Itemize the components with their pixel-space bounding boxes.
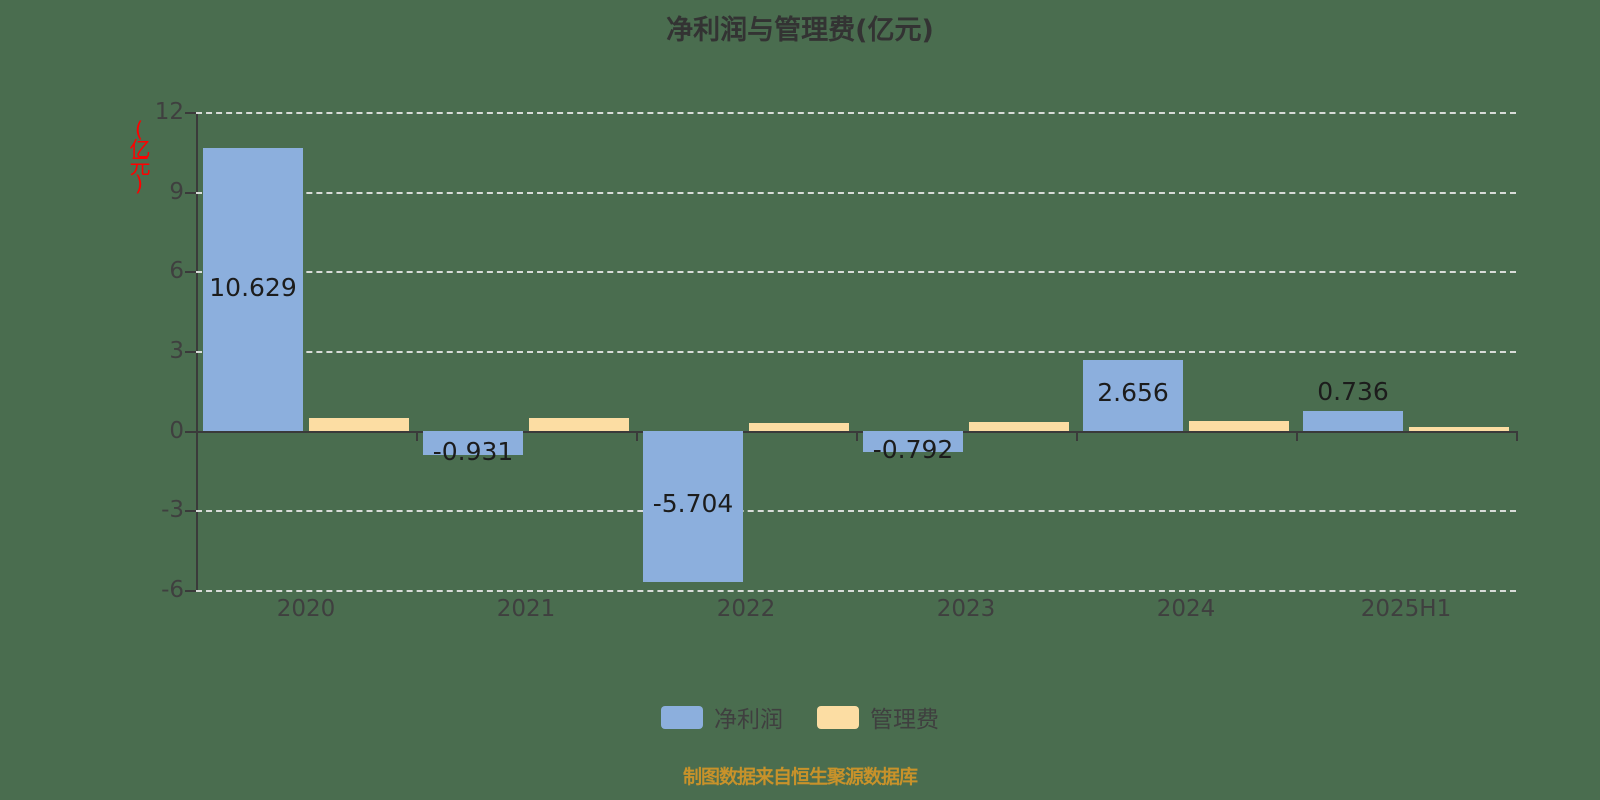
bar-value-label-2024: 2.656 (1097, 378, 1169, 408)
y-axis-tick (185, 351, 196, 353)
legend-swatch-admin-fee (817, 705, 859, 729)
y-axis-tick (185, 590, 196, 592)
y-axis-tick-label: -6 (161, 577, 184, 603)
x-axis-tick (1516, 430, 1518, 441)
bar-value-label-2023: -0.792 (872, 435, 954, 465)
gridline (196, 191, 1516, 194)
y-axis-tick-label: -3 (161, 497, 184, 524)
bar-net-profit-2020[interactable] (203, 148, 303, 431)
chart-title: 净利润与管理费(亿元) (666, 15, 934, 46)
legend-label-net-profit: 净利润 (714, 707, 783, 733)
gridline (196, 510, 1516, 513)
gridline (196, 351, 1516, 353)
watermark-text: 制图数据来自恒生聚源数据库 (682, 766, 918, 788)
plot-area: 12 9 6 3 0 -3 -6 2020 10.629 2021 -0.931 2022 -5.704… (155, 99, 1518, 622)
chart-legend: 净利润 管理费 (0, 700, 1600, 734)
bar-admin-fee-2025H1[interactable] (1409, 426, 1509, 431)
legend-item-net-profit[interactable]: 净利润 (661, 700, 783, 734)
bar-value-label-2020: 10.629 (209, 272, 297, 302)
bar-admin-fee-2022[interactable] (749, 422, 849, 431)
gridline (196, 112, 1516, 114)
x-axis-tick-label: 2024 (1156, 596, 1216, 622)
y-axis-tick (185, 271, 196, 274)
x-axis-tick (1076, 430, 1078, 441)
y-axis-tick (185, 430, 196, 433)
bar-net-profit-2021[interactable] (423, 430, 523, 456)
x-axis-tick (856, 430, 858, 441)
bar-net-profit-2025H1[interactable] (1303, 411, 1403, 431)
x-axis-tick (196, 430, 198, 441)
y-axis-tick (185, 112, 196, 114)
bar-net-profit-2022[interactable] (643, 430, 743, 583)
x-axis-tick-label: 2022 (716, 596, 776, 622)
bar-value-label-2025H1: 0.736 (1317, 377, 1389, 407)
legend-label-admin-fee: 管理费 (870, 707, 939, 733)
y-axis-tick-label: 9 (169, 178, 184, 205)
legend-swatch-net-profit (661, 705, 703, 729)
bar-net-profit-2023[interactable] (863, 430, 963, 452)
y-axis-tick-label: 12 (154, 99, 184, 125)
bar-admin-fee-2024[interactable] (1189, 420, 1289, 431)
bar-net-profit-2024[interactable] (1083, 360, 1183, 431)
x-axis-tick-label: 2023 (936, 596, 996, 622)
x-axis-tick-label: 2025H1 (1360, 596, 1452, 622)
x-axis-tick (1296, 430, 1298, 441)
bar-value-label-2022: -5.704 (652, 489, 734, 519)
y-axis-tick-label: 3 (169, 338, 184, 364)
x-axis-tick (636, 430, 638, 441)
x-axis-tick (416, 430, 418, 441)
y-axis-tick-label: 6 (169, 258, 184, 285)
y-axis-unit-label: (亿元) (127, 118, 151, 192)
gridline (196, 271, 1516, 274)
bar-value-label-2021: -0.931 (432, 437, 514, 467)
bar-admin-fee-2020[interactable] (309, 418, 409, 431)
bar-admin-fee-2023[interactable] (969, 422, 1069, 431)
legend-item-admin-fee[interactable]: 管理费 (817, 700, 939, 734)
y-axis-tick (185, 510, 196, 513)
y-axis-tick (185, 191, 196, 194)
bar-admin-fee-2021[interactable] (529, 417, 629, 431)
gridline (196, 590, 1516, 592)
y-axis-tick-label: 0 (169, 417, 184, 444)
x-axis-tick-label: 2020 (276, 596, 336, 622)
x-axis-tick-label: 2021 (496, 596, 556, 622)
